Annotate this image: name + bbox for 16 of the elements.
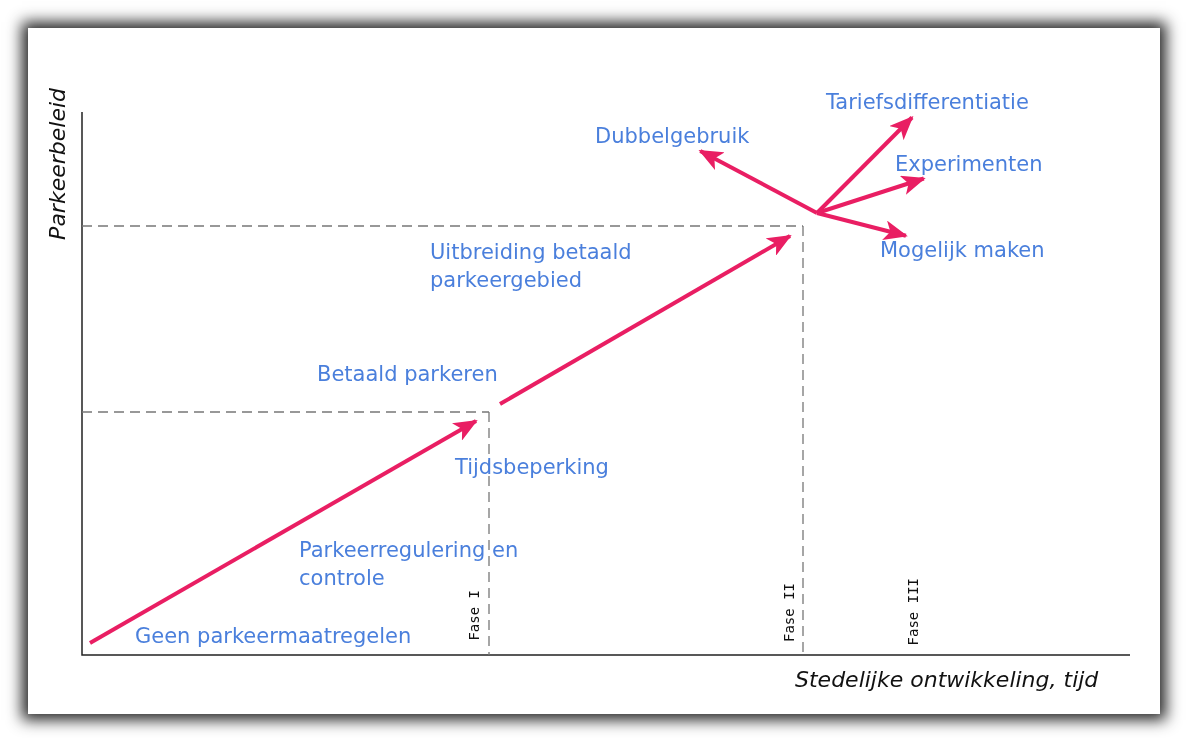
measure-label: Tariefsdifferentiatie: [826, 88, 1029, 116]
arrow: [698, 149, 818, 215]
stage-label: Geen parkeermaatregelen: [135, 623, 412, 650]
axis-title: Stedelijke ontwikkeling, tijd: [795, 666, 1099, 694]
phase-label: Fase I: [466, 590, 482, 641]
measure-label: Experimenten: [895, 150, 1043, 178]
measure-label: Mogelijk maken: [880, 236, 1045, 264]
axis-title: Parkeerbeleid: [44, 88, 71, 240]
measure-label: Dubbelgebruik: [595, 122, 750, 150]
stage-label: Tijdsbeperking: [455, 454, 609, 481]
stage-label: Uitbreiding betaald parkeergebied: [430, 239, 633, 294]
stage-label: Parkeerregulering en controle: [299, 537, 520, 591]
phase-label: Fase II: [781, 583, 797, 642]
stage-label: Betaald parkeren: [317, 361, 498, 388]
phase-label: Fase III: [905, 578, 921, 646]
arrow: [816, 211, 908, 240]
